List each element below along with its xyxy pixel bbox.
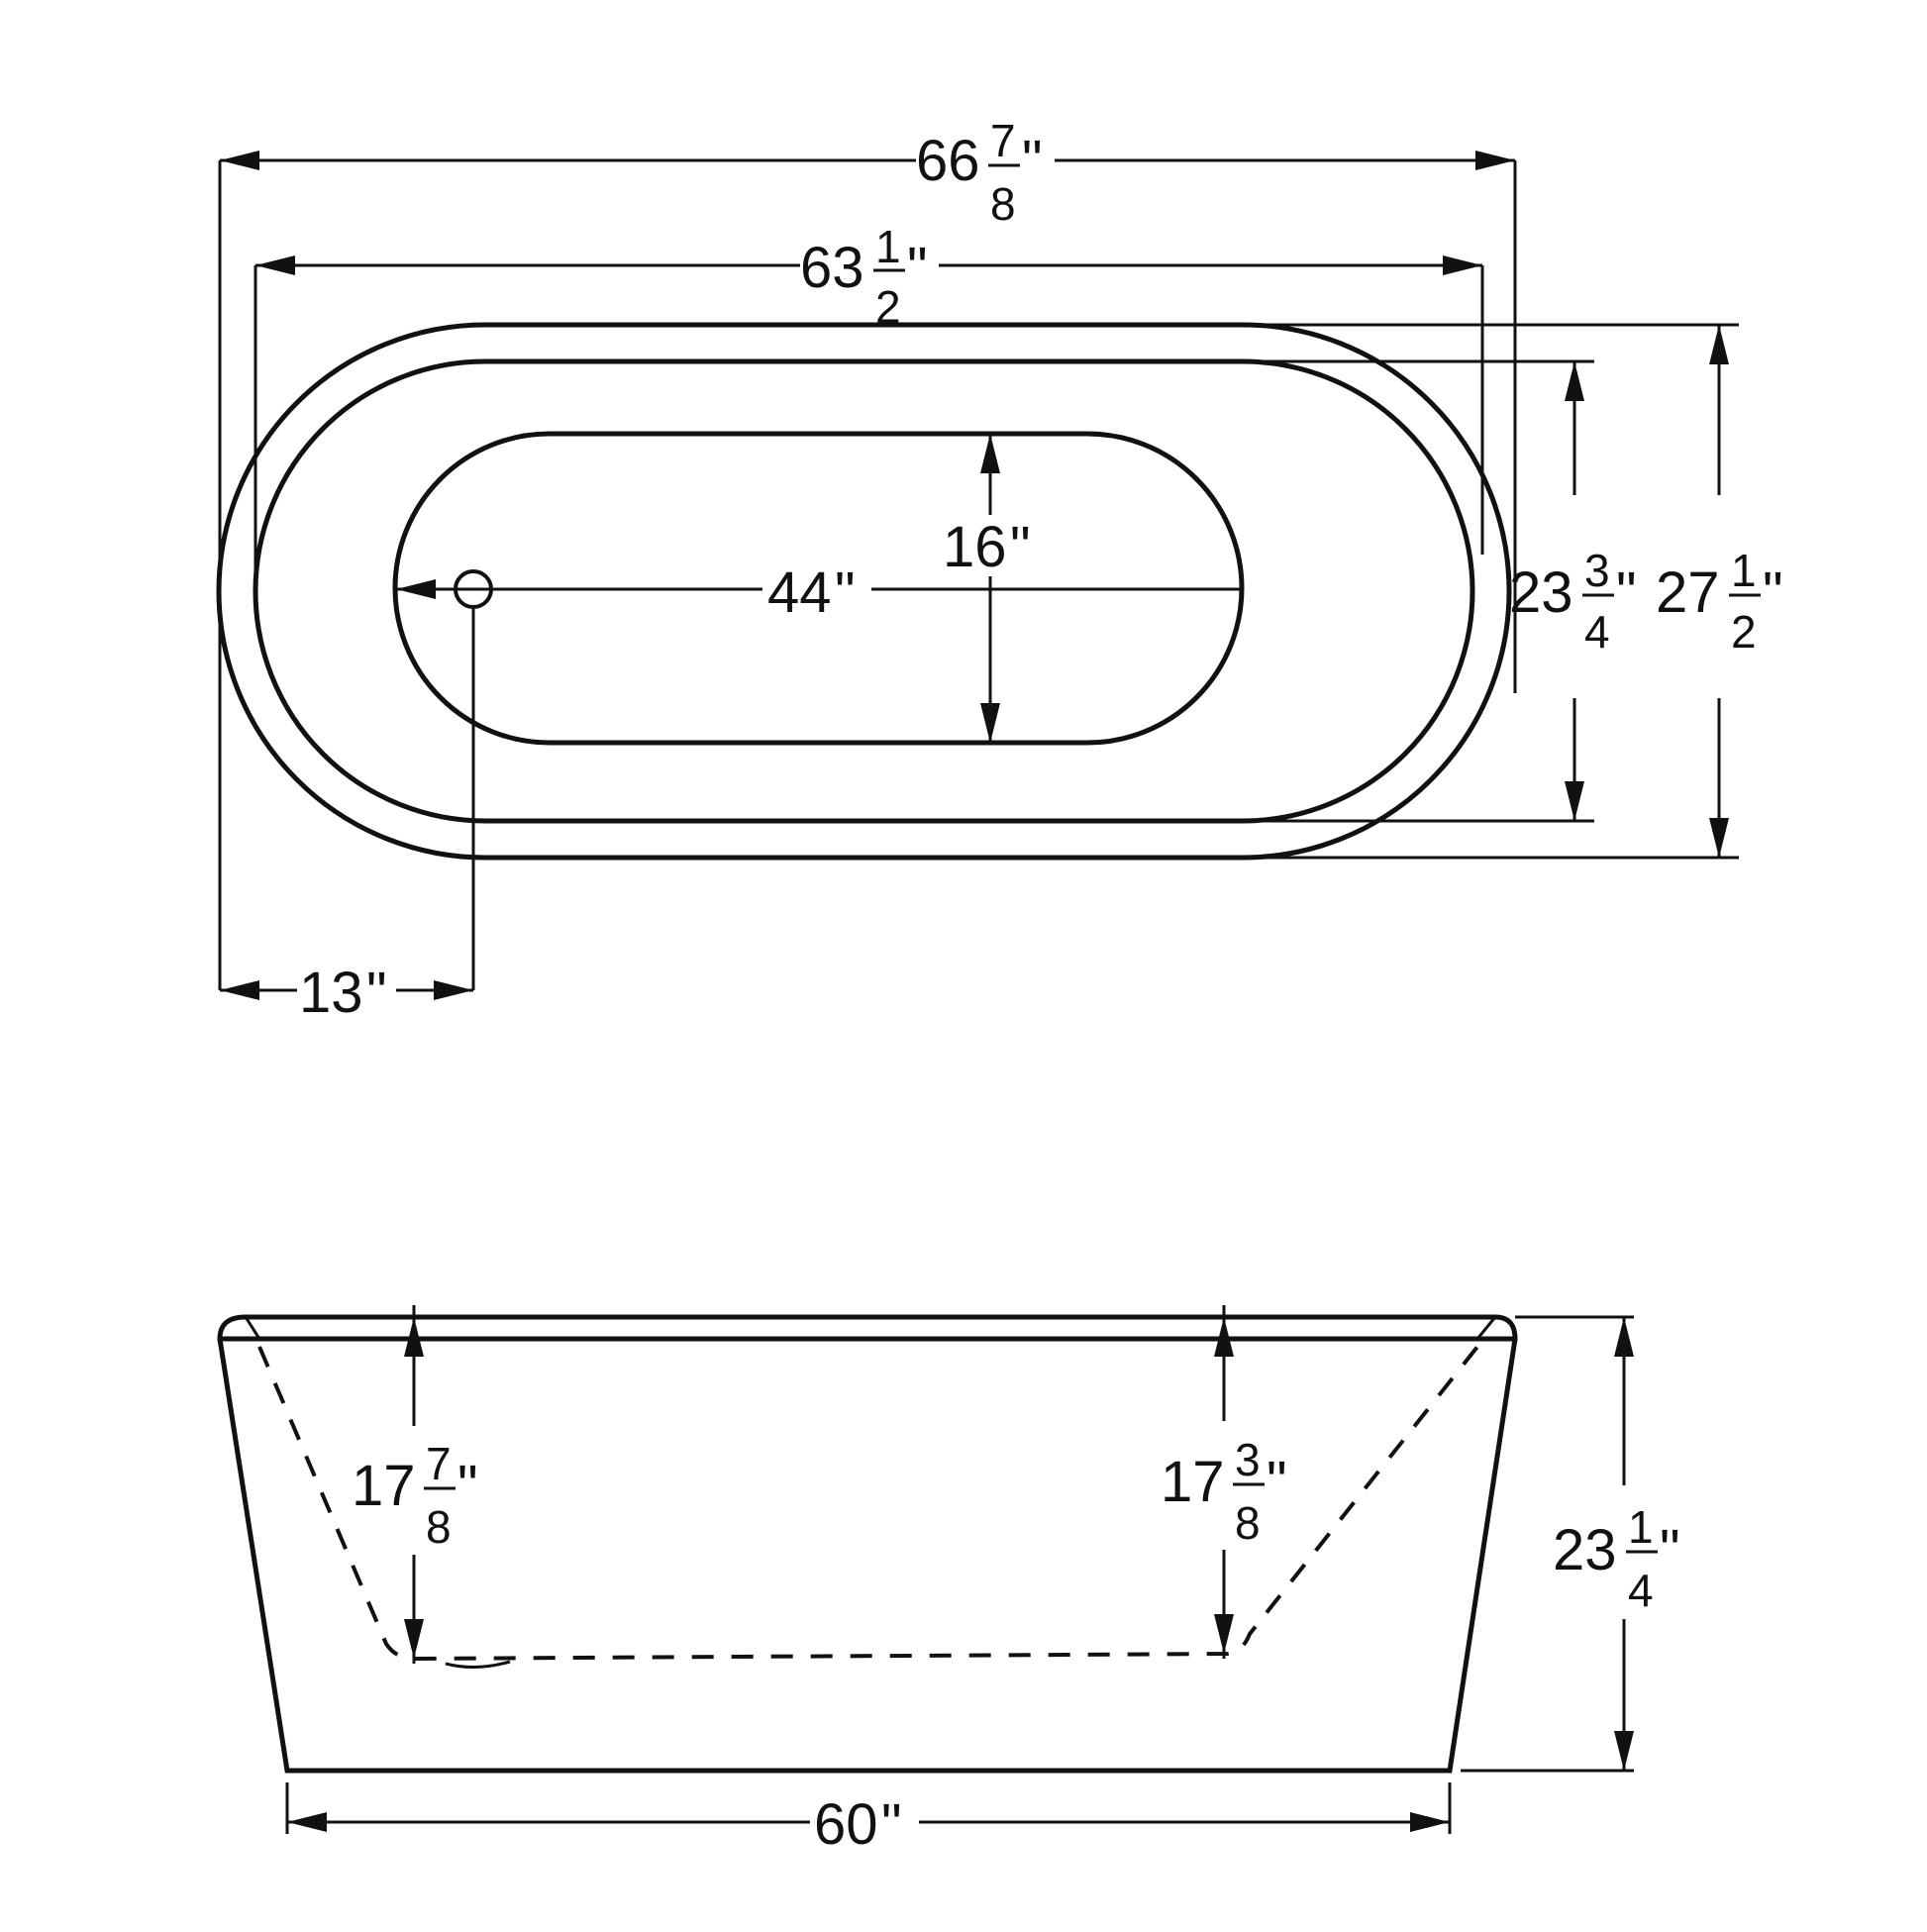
- dim-drain-offset: 13 ": [299, 961, 387, 1025]
- svg-text:3: 3: [1235, 1434, 1261, 1485]
- svg-text:": ": [1010, 515, 1031, 579]
- dim-basin-length: 44 ": [767, 560, 856, 625]
- side-view: 17 7 8 " 17 3 8 " 23 1 4 ": [217, 1305, 1701, 1857]
- dim-overall-width: 27 1 2 ": [1656, 545, 1783, 658]
- svg-text:": ": [1660, 1518, 1680, 1582]
- svg-text:8: 8: [426, 1501, 452, 1553]
- svg-text:": ": [1267, 1450, 1287, 1514]
- basin-outline: [392, 431, 1245, 746]
- tub-body-outline: [217, 1338, 1518, 1774]
- dim-rim-width: 23 3 4 ": [1509, 545, 1637, 658]
- svg-text:8: 8: [1235, 1497, 1261, 1549]
- svg-text:13: 13: [299, 961, 363, 1025]
- svg-text:23: 23: [1509, 560, 1573, 625]
- svg-text:23: 23: [1553, 1518, 1617, 1582]
- svg-text:1: 1: [1731, 545, 1757, 596]
- dim-depth-left: 17 7 8 ": [352, 1438, 478, 1553]
- svg-text:66: 66: [916, 129, 980, 193]
- svg-text:7: 7: [426, 1438, 452, 1489]
- interior-profile: [257, 1345, 1479, 1662]
- svg-text:7: 7: [990, 115, 1016, 166]
- svg-text:": ": [835, 560, 856, 625]
- svg-text:17: 17: [352, 1454, 416, 1518]
- svg-text:2: 2: [1731, 606, 1757, 658]
- svg-text:4: 4: [1628, 1565, 1654, 1616]
- svg-text:27: 27: [1656, 560, 1720, 625]
- svg-text:8: 8: [990, 178, 1016, 230]
- svg-text:17: 17: [1161, 1450, 1225, 1514]
- svg-text:2: 2: [875, 281, 901, 333]
- dim-basin-width: 16 ": [943, 515, 1031, 579]
- dim-overall-length: 66 7 8 ": [916, 115, 1043, 230]
- svg-text:": ": [1022, 129, 1043, 193]
- svg-text:": ": [881, 1792, 902, 1857]
- dim-rim-length: 63 1 2 ": [800, 221, 928, 333]
- svg-text:": ": [1763, 560, 1783, 625]
- svg-text:60: 60: [814, 1792, 878, 1857]
- dim-overall-height: 23 1 4 ": [1553, 1501, 1680, 1616]
- svg-text:": ": [907, 236, 928, 300]
- svg-text:3: 3: [1584, 545, 1610, 596]
- svg-text:": ": [1616, 560, 1637, 625]
- svg-text:44: 44: [767, 560, 832, 625]
- svg-text:1: 1: [875, 221, 901, 272]
- svg-text:1: 1: [1628, 1501, 1654, 1553]
- svg-text:63: 63: [800, 236, 864, 300]
- top-view: 66 7 8 " 63 1 2 " 44 ": [216, 115, 1797, 1025]
- svg-text:16: 16: [943, 515, 1007, 579]
- svg-text:": ": [366, 961, 387, 1025]
- dim-depth-right: 17 3 8 ": [1161, 1434, 1287, 1549]
- svg-text:": ": [457, 1454, 478, 1518]
- svg-text:4: 4: [1584, 606, 1610, 658]
- dim-base-length: 60 ": [814, 1792, 902, 1857]
